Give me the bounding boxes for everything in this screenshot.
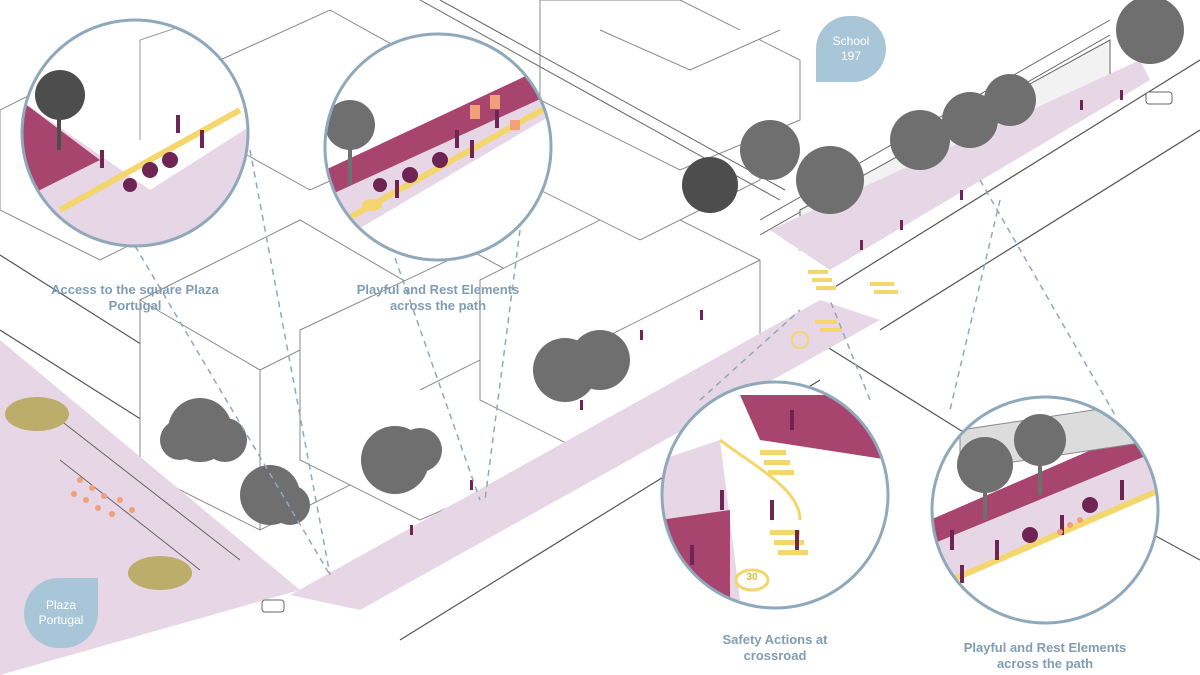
caption-playful-bottom-line2: across the path: [940, 656, 1150, 672]
caption-playful-bottom-line1: Playful and Rest Elements: [940, 640, 1150, 656]
tag-school-line2: 197: [841, 49, 861, 64]
caption-access-line1: Access to the square Plaza: [30, 282, 240, 298]
plaza-green-patch: [128, 556, 192, 590]
caption-playful-bottom: Playful and Rest Elements across the pat…: [940, 640, 1150, 672]
plaza-green-patch: [5, 397, 69, 431]
detail-circle-safety: [660, 382, 890, 610]
tag-plaza-line1: Plaza: [46, 598, 76, 613]
car: [262, 600, 284, 612]
caption-safety-line1: Safety Actions at: [680, 632, 870, 648]
car: [1146, 92, 1172, 104]
caption-safety: Safety Actions at crossroad: [680, 632, 870, 664]
speed-sign-label: 30: [742, 572, 762, 583]
tag-plaza-line2: Portugal: [39, 613, 84, 628]
tag-school-line1: School: [833, 34, 870, 49]
detail-circle-playful-top: [325, 34, 560, 260]
tag-school: School 197: [816, 16, 886, 82]
caption-playful-top: Playful and Rest Elements across the pat…: [333, 282, 543, 314]
caption-access-line2: Portugal: [30, 298, 240, 314]
tag-plaza: Plaza Portugal: [24, 578, 98, 648]
caption-playful-top-line2: across the path: [333, 298, 543, 314]
detail-circle-playful-bottom: [930, 397, 1160, 623]
caption-access: Access to the square Plaza Portugal: [30, 282, 240, 314]
caption-playful-top-line1: Playful and Rest Elements: [333, 282, 543, 298]
caption-safety-line2: crossroad: [680, 648, 870, 664]
